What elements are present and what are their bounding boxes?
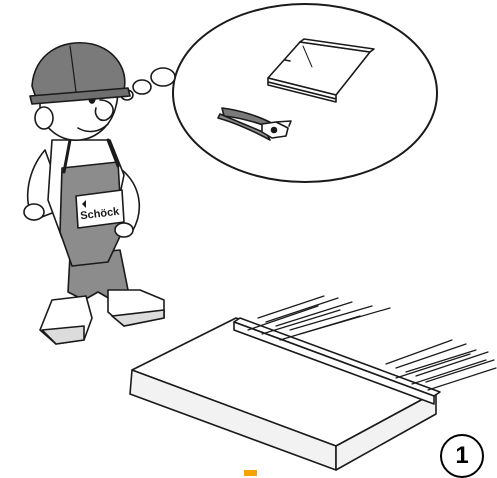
step-number-label: 1 [455,442,468,470]
step-number-badge: 1 [440,434,484,478]
thought-bubble [121,4,437,182]
orange-marker [244,470,257,476]
insulation-element [130,296,496,470]
